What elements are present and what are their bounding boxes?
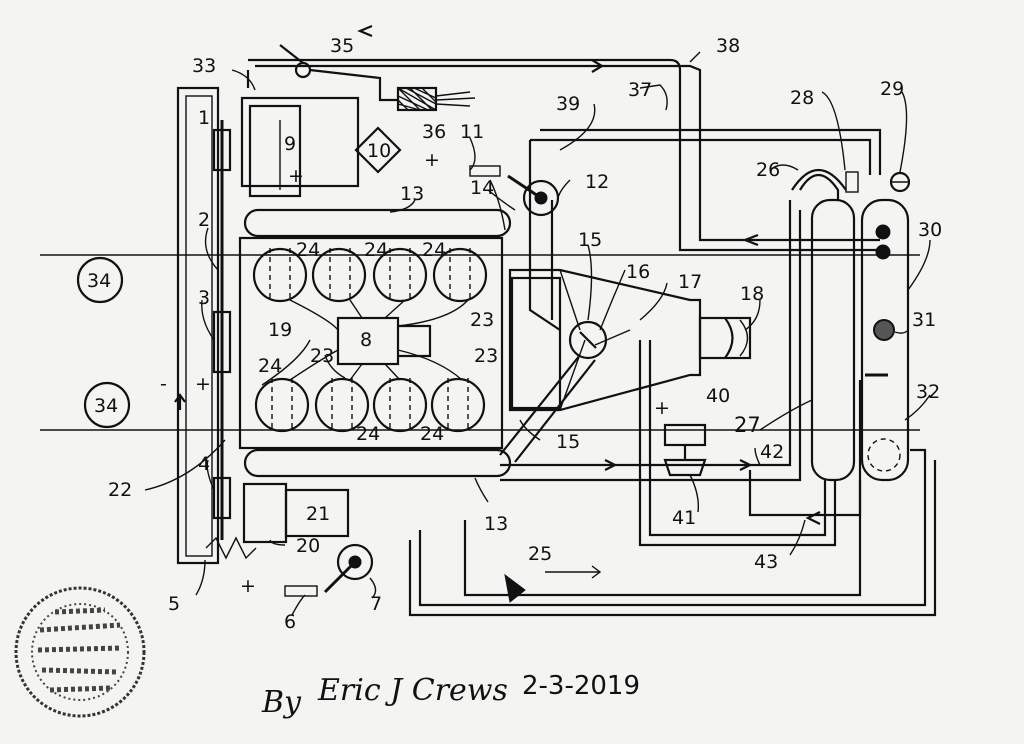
label-40: 40	[706, 385, 730, 407]
label-16: 16	[626, 261, 650, 283]
leader-lines	[144, 51, 931, 616]
compressor-41	[663, 423, 707, 477]
label-20: 20	[296, 535, 320, 557]
label-32: 32	[916, 381, 940, 403]
label-6: 6	[284, 611, 296, 633]
label-4: 4	[198, 453, 210, 475]
polarity-battery: +	[288, 165, 304, 187]
label-39: 39	[556, 93, 580, 115]
label-34b: 34	[94, 395, 118, 417]
controller-21	[242, 482, 350, 544]
manifold-tubes	[243, 208, 512, 478]
label-1: 1	[198, 107, 210, 129]
label-28: 28	[790, 87, 814, 109]
label-30: 30	[918, 219, 942, 241]
label-22: 22	[108, 479, 132, 501]
signature-name: Eric J Crews	[317, 673, 508, 708]
label-35: 35	[330, 35, 354, 57]
polarity-gen: +	[424, 149, 440, 171]
label-10: 10	[367, 140, 391, 162]
label-34a: 34	[87, 270, 111, 292]
signature-block: By Eric J Crews 2-3-2019	[261, 671, 640, 720]
reference-34-bottom	[40, 381, 920, 431]
label-27: 27	[734, 413, 761, 437]
label-9: 9	[284, 133, 296, 155]
label-24f: 24	[420, 423, 444, 445]
fuse-36	[396, 86, 476, 112]
label-33: 33	[192, 55, 216, 77]
signature-by: By	[261, 685, 302, 720]
label-23c: 23	[474, 345, 498, 367]
label-24b: 24	[364, 239, 388, 261]
cylinder-row-bottom	[254, 377, 486, 433]
label-24c: 24	[422, 239, 446, 261]
plus-sign: +	[195, 373, 211, 395]
pump-16	[568, 320, 608, 360]
label-37: 37	[628, 79, 652, 101]
label-2: 2	[198, 209, 210, 231]
label-23b: 23	[310, 345, 334, 367]
tank-30	[860, 171, 911, 482]
outer-frame-lines	[176, 58, 882, 565]
battery-9	[240, 96, 360, 198]
label-21: 21	[306, 503, 330, 525]
label-18: 18	[740, 283, 764, 305]
notary-seal	[14, 586, 146, 718]
housing-17	[508, 268, 752, 412]
label-13a: 13	[400, 183, 424, 205]
routing-lines	[408, 140, 937, 617]
label-19: 19	[268, 319, 292, 341]
label-15a: 15	[578, 229, 602, 251]
radiator-27	[791, 168, 859, 482]
label-17: 17	[678, 271, 702, 293]
label-38: 38	[716, 35, 740, 57]
flow-arrows	[174, 24, 821, 603]
part-labels: 33 35 36 38 37 39 28 29 9 10 11 12 13 14…	[87, 35, 942, 633]
starter-7	[284, 543, 374, 597]
label-41: 41	[672, 507, 696, 529]
label-42: 42	[760, 441, 784, 463]
label-24a: 24	[296, 239, 320, 261]
label-31: 31	[912, 309, 936, 331]
label-26: 26	[756, 159, 780, 181]
label-3: 3	[198, 287, 210, 309]
label-15b: 15	[556, 431, 580, 453]
cylinder-row-top	[252, 247, 488, 303]
label-11: 11	[460, 121, 484, 143]
label-25: 25	[528, 543, 552, 565]
label-5: 5	[168, 593, 180, 615]
signature-date: 2-3-2019	[522, 671, 640, 701]
engine-block-19	[238, 236, 504, 450]
label-36: 36	[422, 121, 446, 143]
label-23a: 23	[470, 309, 494, 331]
label-24d: 24	[258, 355, 282, 377]
switch-35	[279, 44, 398, 102]
reference-34-top	[40, 254, 920, 304]
label-29: 29	[880, 78, 904, 100]
label-8: 8	[360, 329, 372, 351]
label-24e: 24	[356, 423, 380, 445]
label-43: 43	[754, 551, 778, 573]
polarity-40: +	[654, 397, 670, 419]
label-12: 12	[585, 171, 609, 193]
regulator-10	[354, 126, 402, 174]
polarity-6: +	[240, 575, 256, 597]
label-13b: 13	[484, 513, 508, 535]
alternator-12	[469, 165, 560, 217]
label-7: 7	[370, 593, 382, 615]
minus-sign: -	[160, 373, 167, 395]
label-14: 14	[470, 177, 494, 199]
shaft-2	[205, 120, 257, 560]
